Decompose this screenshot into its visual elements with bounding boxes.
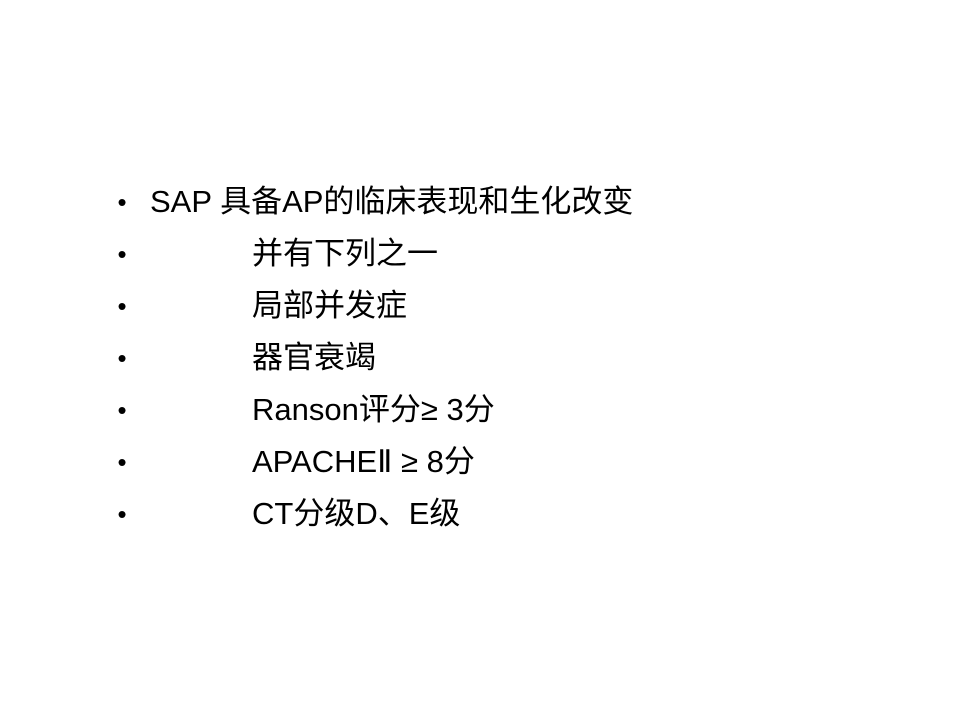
bullet-icon: • bbox=[117, 239, 127, 269]
bullet-icon: • bbox=[117, 499, 127, 529]
item-text: Ranson评分≥ 3分 bbox=[252, 392, 495, 427]
item-text: 局部并发症 bbox=[252, 288, 407, 323]
bullet-icon: • bbox=[117, 187, 127, 217]
item-text: APACHEⅡ ≥ 8分 bbox=[252, 444, 475, 479]
item-text: 器官衰竭 bbox=[252, 340, 376, 375]
item-text: SAP 具备AP的临床表现和生化改变 bbox=[150, 184, 634, 219]
item-text: CT分级D、E级 bbox=[252, 496, 461, 531]
bullet-icon: • bbox=[117, 291, 127, 321]
bullet-icon: • bbox=[117, 343, 127, 373]
item-text: 并有下列之一 bbox=[252, 236, 438, 271]
bullet-icon: • bbox=[117, 395, 127, 425]
bullet-icon: • bbox=[117, 447, 127, 477]
